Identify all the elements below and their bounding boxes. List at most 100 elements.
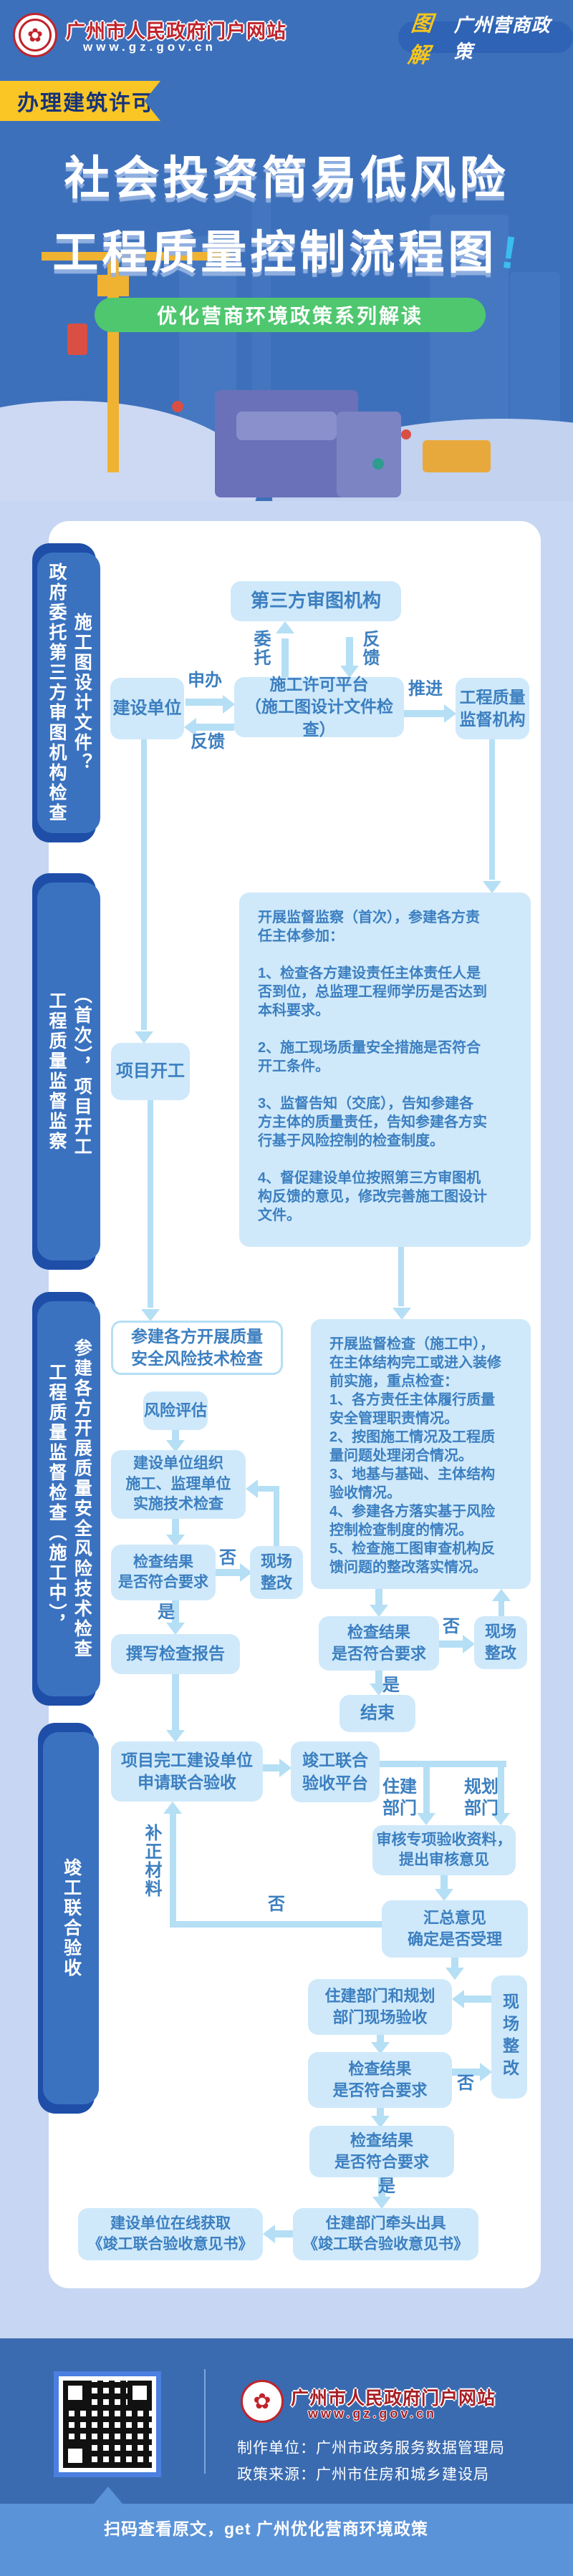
arrowhead-icon [166,1440,185,1452]
site-rectify-2: 现场 整改 [474,1616,527,1669]
header-banner: ✿ 广州市人民政府门户网站 www.gz.gov.cn 图解 广州营商政策 办理… [0,0,573,501]
arrowhead-icon [340,666,359,678]
site-name: 广州市人民政府门户网站 [66,21,286,42]
flow-edge-label-10: 规划 部门 [464,1777,499,1818]
tab-section-3: 工程质量监督检查（施工中），参建各方开展质量安全风险技术检查 [32,1292,100,1706]
tab-section-1-label-0: 政府委托第三方审图机构检查 [47,563,67,823]
permit-platform: 施工许可平台 （施工图设计文件检查） [234,675,404,739]
flow-connector-17 [439,1641,463,1648]
flow-edge-label-11: 补正材料 [142,1824,161,1898]
flow-connector-25 [173,1921,382,1928]
flow-edge-label-8: 是 [382,1676,400,1695]
review-materials: 审核专项验收资料， 提出审核意见 [372,1825,516,1875]
arrowhead-icon [166,1730,185,1742]
flow-connector-0 [281,638,289,677]
flow-connector-16 [375,1589,382,1605]
arrowhead-icon [393,1308,411,1320]
qr-finder-icon [127,2381,152,2405]
flow-edge-label-4: 推进 [408,679,443,699]
arrowhead-icon [491,1813,510,1825]
flow-connector-14 [172,1600,179,1623]
arrowhead-icon [163,1802,182,1814]
first-supervision-detail: 开展监督监察（首次），参建各方责 任主体参加： 1、检查各方建设责任主体责任人是… [239,893,531,1247]
flow-connector-19 [375,1671,382,1685]
qr-finder-icon [63,2381,87,2405]
flow-connector-26 [170,1813,176,1928]
site-rectify-3: 现场整改 [491,1975,527,2099]
footer-logo-emblem-icon: ✿ [253,2389,271,2414]
flow-edge-label-0: 委托 [251,630,270,667]
arrowhead-icon [166,1535,185,1547]
worker-figure [172,401,183,412]
policy-badge: 图解 广州营商政策 [398,12,573,67]
footer-credit-source: 政策来源：广州市住房和城乡建设局 [237,2466,489,2483]
machine-body [215,390,358,497]
flow-connector-12 [274,1486,279,1546]
badge-text: 广州营商政策 [453,14,551,62]
badge-prefix: 图解 [406,12,434,67]
tab-section-3-body: 工程质量监督检查（施工中），参建各方开展质量安全风险技术检查 [37,1301,100,1696]
tab-section-2: 工程质量监督监察（首次），项目开工 [32,873,100,1270]
check-result-1: 检查结果 是否符合要求 [111,1545,216,1600]
tab-section-1: 政府委托第三方审图机构检查施工图设计文件？ [32,543,100,842]
flow-edge-label-13: 否 [457,2074,474,2093]
footer-site-name: 广州市人民政府门户网站 [291,2388,496,2409]
tab-section-2-label-1: （首次），项目开工 [72,986,92,1157]
tab-section-2-label-0: 工程质量监督监察 [47,991,67,1152]
arrowhead-icon [240,1563,252,1582]
arrowhead-icon [184,718,196,737]
flow-connector-1 [346,637,353,669]
flow-connector-10 [172,1519,179,1536]
flow-connector-31 [377,2108,384,2117]
arrowhead-icon [246,1479,258,1498]
tab-section-3-label-1: 参建各方开展质量安全风险技术检查 [72,1338,92,1659]
flow-connector-22 [423,1767,430,1813]
arrowhead-icon [492,1589,511,1601]
flow-connector-28 [463,1996,491,2003]
issue-opinion-doc: 住建部门牵头出具 《竣工联合验收意见书》 [293,2208,478,2260]
subtitle-banner: 优化营商环境政策系列解读 [95,298,486,332]
mid-supervision-detail: 开展监督检查（施工中）， 在主体结构完工或进入装修 前实施，重点检查： 1、各方… [311,1319,531,1589]
arrowhead-icon [370,1683,388,1696]
flow-connector-29 [377,2035,384,2043]
flow-connector-32 [378,2177,385,2198]
flow-connector-18 [499,1600,504,1616]
summarize-opinions: 汇总意见 确定是否受理 [382,1900,528,1958]
flow-edge-label-9: 住建 部门 [382,1777,417,1818]
flow-edge-label-3: 反馈 [191,732,225,752]
arrowhead-icon [166,1623,185,1635]
truck [423,440,491,472]
flow-edge-label-6: 是 [158,1603,175,1622]
flow-connector-6 [489,739,495,880]
arrowhead-icon [263,2225,275,2243]
arrowhead-icon [370,1605,388,1617]
construction-unit: 建设单位 [110,678,184,739]
ribbon-label: 办理建筑许可 [0,81,160,121]
arrowhead-icon [371,2042,390,2054]
crane-cab [97,275,129,296]
tech-check-impl: 建设单位组织 施工、监理单位 实施技术检查 [111,1450,246,1519]
flow-connector-9 [172,1430,179,1442]
flow-connector-30 [452,2069,480,2076]
tab-section-4: 竣工联合验收 [38,1723,99,2114]
flow-connector-11 [216,1569,240,1576]
write-report: 撰写检查报告 [111,1634,240,1674]
flow-connector-5 [141,739,147,1030]
flow-connector-3 [196,724,234,731]
arrowhead-icon [371,2116,390,2128]
tab-section-4-label-0: 竣工联合验收 [61,1858,82,1978]
qr-code [54,2371,161,2477]
footer-gov-logo: ✿ [241,2380,284,2423]
site-acceptance: 住建部门和规划 部门现场验收 [308,1979,452,2035]
flow-edge-label-2: 申办 [188,671,222,690]
crane-jib [42,252,229,261]
arrowhead-icon [452,1990,464,2008]
flow-connector-4 [404,710,444,717]
page-title-line1: 社会投资简易低风险 [64,152,509,204]
footer-site-url: www.gz.gov.cn [308,2406,438,2421]
gov-logo: ✿ [13,13,57,57]
arrowhead-icon [446,1968,464,1980]
arrowhead-icon [279,1759,292,1777]
flow-connector-23 [498,1767,504,1813]
tab-section-3-label-0: 工程质量监督检查（施工中）， [47,1363,67,1635]
